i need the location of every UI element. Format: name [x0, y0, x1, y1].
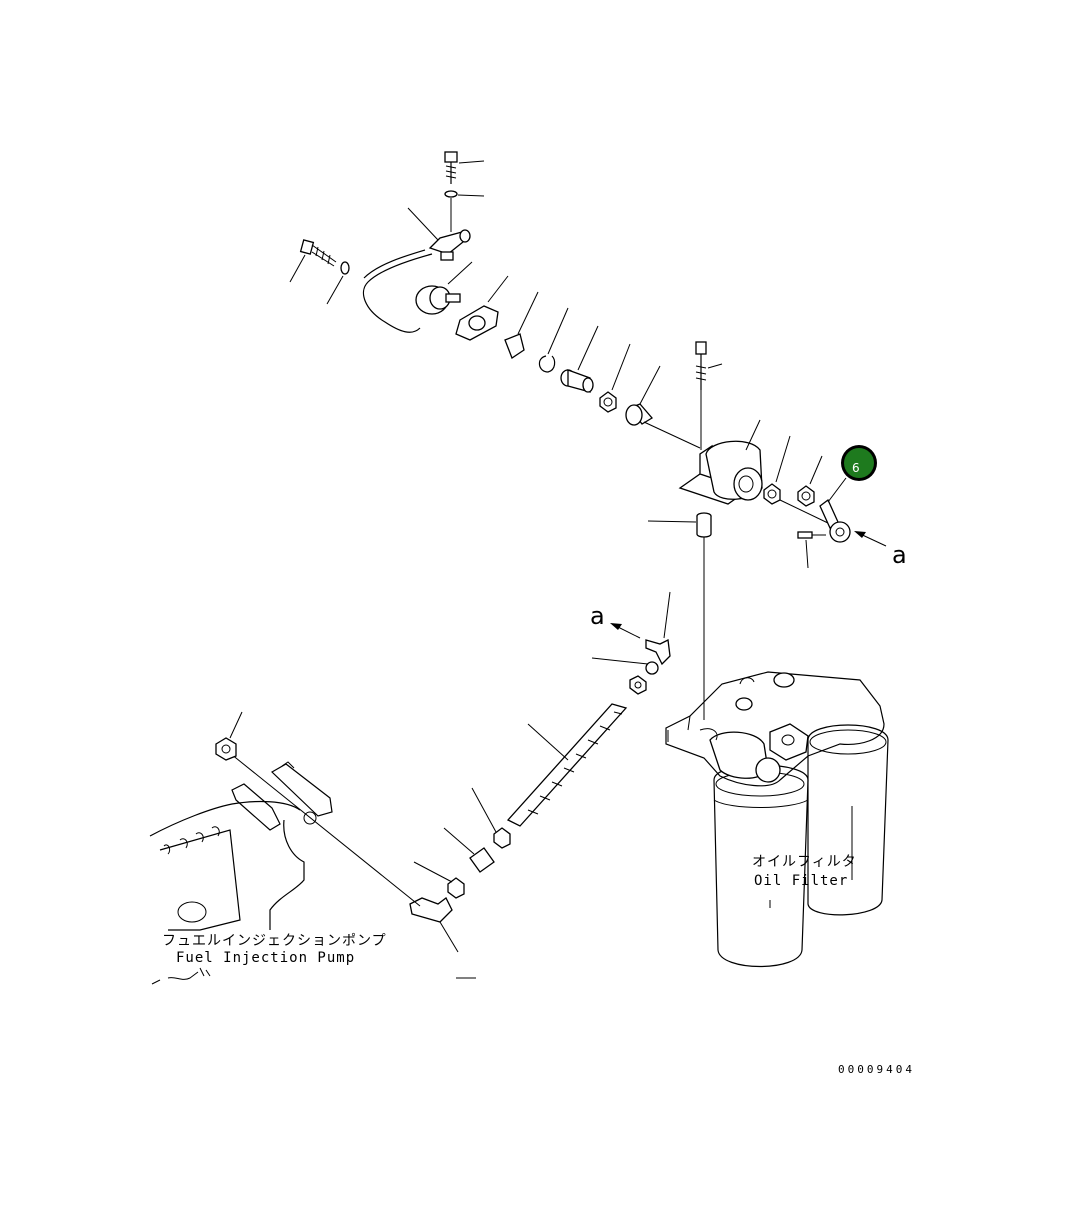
shaft[interactable]	[560, 325, 599, 393]
actuator-body[interactable]	[415, 261, 473, 315]
wire-harness	[363, 249, 433, 333]
sleeve[interactable]	[625, 365, 661, 426]
nut-right-1[interactable]	[763, 435, 791, 505]
snap-ring[interactable]	[538, 307, 569, 373]
callout-badge[interactable]: 6	[841, 445, 877, 481]
oil-filter-label-en: Oil Filter	[754, 873, 848, 889]
lever[interactable]	[819, 477, 851, 543]
elbow-fitting-lower[interactable]	[409, 897, 459, 953]
gasket[interactable]	[455, 275, 509, 341]
top-bolt[interactable]	[444, 151, 485, 184]
nut-mid[interactable]	[629, 675, 647, 695]
fuel-injection-pump	[149, 761, 333, 985]
side-bolt[interactable]	[289, 239, 337, 283]
nut-right-2[interactable]	[797, 455, 823, 507]
top-washer[interactable]	[444, 190, 485, 198]
pump-nut[interactable]	[215, 711, 243, 761]
drawing-number: 00009404	[838, 1063, 915, 1076]
fuel-pump-label-jp: フュエルインジェクションポンプ	[162, 933, 387, 949]
clip[interactable]	[504, 291, 539, 359]
view-label-a-right: a	[892, 541, 907, 569]
nut-lower-2[interactable]	[413, 861, 465, 899]
side-washer[interactable]	[326, 261, 350, 305]
spacer[interactable]	[647, 512, 712, 538]
connector-lower[interactable]	[443, 827, 495, 873]
nut-lower-1[interactable]	[471, 787, 511, 849]
oil-filter-label-jp: オイルフィルタ	[752, 854, 857, 870]
oil-filter-assembly	[665, 671, 889, 968]
sensor-unit[interactable]	[407, 207, 471, 261]
lever-pin[interactable]	[797, 531, 826, 569]
view-arrow-right	[854, 531, 887, 547]
elbow-fitting-upper[interactable]	[591, 591, 671, 675]
nut-upper[interactable]	[599, 343, 631, 413]
fuel-pump-label-en: Fuel Injection Pump	[176, 950, 355, 966]
view-arrow-left	[610, 623, 641, 639]
vertical-bolt[interactable]	[695, 341, 723, 390]
bracket-housing[interactable]	[678, 419, 763, 505]
view-label-a-left: a	[590, 602, 605, 630]
threaded-rod[interactable]	[506, 703, 628, 827]
callout-number: 6	[852, 461, 860, 475]
